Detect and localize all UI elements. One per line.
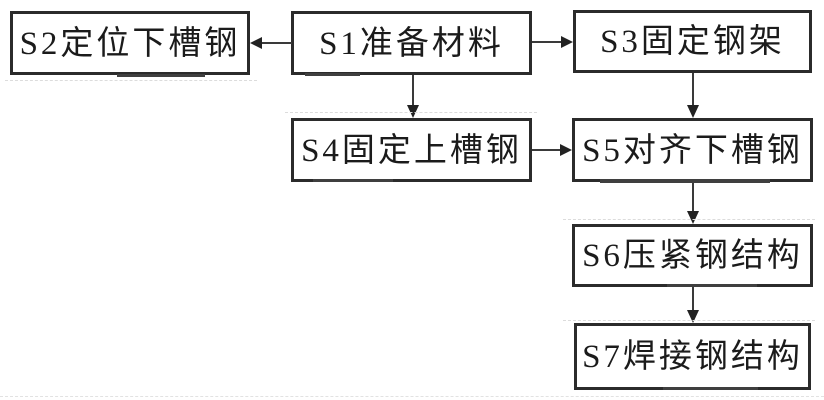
node-s2-label: S2定位下槽钢 — [19, 25, 241, 62]
arrowhead-into-s3-icon — [561, 36, 573, 48]
scan-smudge — [600, 179, 770, 183]
connector-s3-to-s5 — [692, 73, 694, 109]
connector-s1-to-s2 — [259, 42, 292, 44]
arrowhead-into-s4-icon — [407, 105, 419, 118]
flowchart-node-s4: S4固定上槽钢 — [291, 118, 532, 182]
scan-ghost-line — [285, 112, 537, 113]
arrowhead-into-s2-icon — [250, 37, 262, 49]
scan-smudge — [667, 284, 757, 287]
flowchart-node-s6: S6压紧钢结构 — [572, 224, 813, 287]
scan-ghost-line — [0, 396, 824, 397]
connector-s1-to-s4 — [412, 75, 414, 109]
scan-smudge — [117, 74, 205, 77]
connector-s5-to-s6 — [692, 182, 694, 215]
flowchart-node-s5: S5对齐下槽钢 — [572, 118, 813, 182]
flowchart-node-s2: S2定位下槽钢 — [10, 11, 250, 75]
flowchart-node-s7: S7焊接钢结构 — [574, 323, 811, 390]
arrowhead-into-s5-from-s4-icon — [560, 144, 572, 156]
scan-smudge — [313, 179, 393, 182]
node-s5-label: S5对齐下槽钢 — [582, 132, 803, 169]
node-s4-label: S4固定上槽钢 — [301, 132, 522, 169]
scan-ghost-line — [563, 320, 815, 321]
arrowhead-into-s6-icon — [687, 211, 699, 224]
connector-s4-to-s5 — [532, 149, 563, 151]
node-s7-label: S7焊接钢结构 — [582, 339, 803, 375]
arrowhead-into-s7-icon — [687, 310, 699, 323]
flowchart-node-s3: S3固定钢架 — [573, 10, 812, 73]
scan-smudge — [305, 73, 360, 76]
connector-s1-to-s3 — [532, 41, 564, 43]
node-s6-label: S6压紧钢结构 — [582, 238, 803, 274]
scan-ghost-line — [5, 80, 257, 81]
scan-smudge — [663, 387, 758, 390]
scan-ghost-line — [563, 219, 815, 220]
node-s3-label: S3固定钢架 — [600, 24, 785, 60]
flowchart-node-s1: S1准备材料 — [291, 11, 532, 75]
arrowhead-into-s5-from-s3-icon — [687, 105, 699, 118]
connector-s6-to-s7 — [692, 287, 694, 314]
node-s1-label: S1准备材料 — [319, 25, 504, 62]
